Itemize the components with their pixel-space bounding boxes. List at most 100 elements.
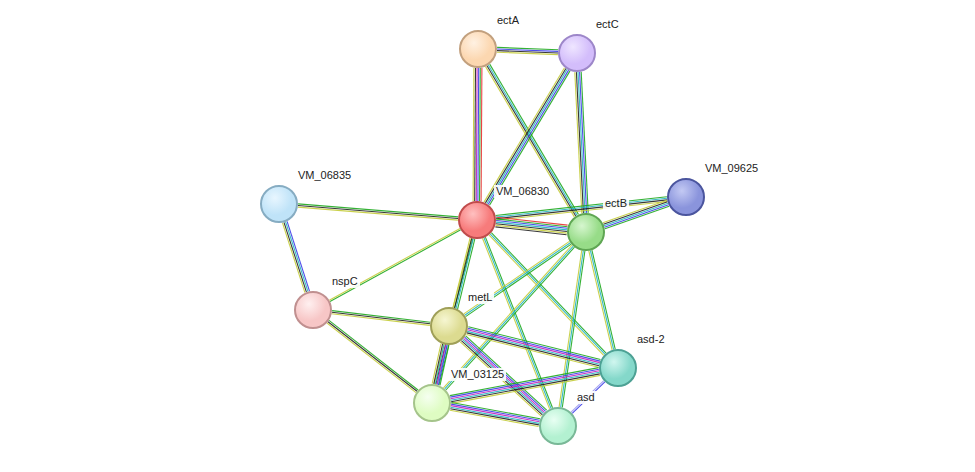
interaction-edge [432, 344, 449, 386]
evidence-line [451, 406, 540, 422]
protein-node: metL [430, 307, 468, 345]
protein-node: asd-2 [599, 349, 637, 387]
evidence-line [451, 403, 540, 419]
interaction-edge [283, 221, 310, 292]
evidence-line [298, 206, 458, 219]
evidence-line [432, 344, 441, 384]
protein-label: VM_06830 [494, 185, 551, 198]
evidence-line [284, 222, 306, 292]
interaction-edge [327, 320, 418, 392]
evidence-line [589, 251, 612, 350]
evidence-line [473, 68, 475, 201]
node-circle [260, 185, 298, 223]
evidence-line [328, 322, 417, 392]
evidence-line [490, 71, 571, 205]
protein-node: nspC [294, 291, 332, 329]
evidence-line [562, 251, 585, 407]
evidence-line [476, 68, 478, 201]
evidence-line [576, 72, 583, 213]
evidence-line [485, 69, 566, 203]
evidence-line [479, 68, 481, 201]
protein-node: VM_06835 [260, 185, 298, 223]
protein-label: metL [466, 291, 494, 304]
evidence-line [451, 407, 540, 423]
evidence-line [487, 66, 576, 216]
evidence-line [298, 204, 458, 217]
protein-node: VM_09625 [667, 178, 705, 216]
interaction-edge [484, 68, 570, 206]
evidence-line [477, 68, 479, 201]
node-circle [458, 201, 496, 239]
protein-node: VM_03125 [413, 384, 451, 422]
protein-label: ectC [594, 18, 621, 31]
evidence-line [484, 68, 565, 202]
protein-node: VM_06830 [458, 201, 496, 239]
protein-label: nspC [330, 275, 360, 288]
interaction-edge [495, 217, 567, 234]
protein-node: ectB [567, 213, 605, 251]
evidence-line [464, 241, 570, 314]
evidence-line [590, 251, 613, 350]
evidence-line [332, 311, 430, 323]
protein-label: ectB [603, 197, 629, 210]
node-circle [413, 384, 451, 422]
node-circle [558, 34, 596, 72]
evidence-line [329, 320, 418, 390]
interaction-edge [497, 47, 558, 54]
interaction-edge [332, 311, 431, 326]
evidence-line [450, 410, 539, 426]
protein-label: asd-2 [635, 333, 667, 346]
evidence-line [329, 228, 460, 300]
interaction-edge [298, 204, 458, 220]
protein-label: VM_06835 [296, 169, 353, 182]
interaction-edge [559, 251, 585, 408]
evidence-line [298, 207, 458, 220]
evidence-line [488, 65, 577, 215]
evidence-line [474, 68, 476, 201]
evidence-line [465, 243, 571, 316]
evidence-line [450, 409, 539, 425]
node-circle [430, 307, 468, 345]
evidence-line [286, 222, 308, 292]
evidence-line [561, 251, 584, 407]
evidence-line [496, 225, 567, 233]
evidence-line [486, 67, 575, 217]
node-circle [567, 213, 605, 251]
evidence-line [571, 381, 604, 413]
evidence-line [327, 323, 416, 393]
evidence-line [592, 250, 615, 349]
protein-node: ectA [459, 30, 497, 68]
interaction-edge [450, 403, 540, 427]
evidence-line [332, 312, 430, 324]
protein-label: asd [575, 391, 597, 404]
evidence-line [575, 72, 582, 213]
evidence-line [283, 223, 305, 293]
evidence-line [572, 382, 605, 414]
protein-node: ectC [558, 34, 596, 72]
interaction-edge [329, 228, 460, 301]
evidence-line [451, 404, 540, 420]
evidence-line [468, 327, 600, 360]
node-circle [667, 178, 705, 216]
evidence-line [287, 221, 309, 291]
evidence-line [466, 244, 572, 317]
interaction-edge [571, 381, 605, 414]
evidence-line [487, 69, 567, 203]
protein-label: VM_09625 [703, 162, 760, 175]
interaction-edge [589, 250, 615, 350]
evidence-line [434, 344, 443, 384]
interaction-edge [473, 68, 482, 201]
evidence-line [497, 52, 558, 54]
protein-label: VM_03125 [449, 368, 506, 381]
evidence-line [467, 335, 599, 368]
node-circle [599, 349, 637, 387]
protein-label: ectA [495, 14, 521, 27]
interaction-edge [450, 368, 600, 404]
interaction-edge [575, 72, 588, 213]
evidence-line [490, 64, 579, 214]
evidence-line [559, 251, 582, 407]
evidence-line [332, 314, 430, 326]
interaction-edge [486, 64, 579, 217]
